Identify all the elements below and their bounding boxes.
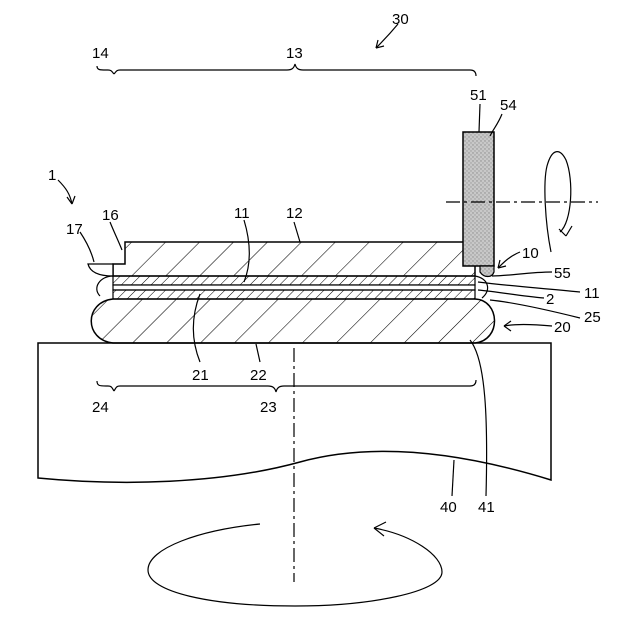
label-41: 41 — [478, 499, 495, 516]
abrasive-tip-55 — [480, 266, 494, 277]
device-layer-21-lower — [113, 290, 475, 299]
leader-51 — [479, 104, 480, 132]
leader-2 — [478, 290, 544, 298]
label-2: 2 — [546, 291, 554, 308]
edge-flange-17 — [88, 264, 113, 276]
label-24: 24 — [92, 399, 109, 416]
leader-12 — [294, 222, 300, 242]
bevel-outline-right — [475, 276, 488, 298]
leader-54 — [490, 114, 502, 136]
device-layer-11-upper — [113, 276, 475, 285]
label-20: 20 — [554, 319, 571, 336]
label-1: 1 — [48, 167, 56, 184]
label-30: 30 — [392, 11, 409, 28]
leader-16 — [110, 222, 122, 250]
label-10: 10 — [522, 245, 539, 262]
label-25: 25 — [584, 309, 601, 326]
lower-wafer-22 — [91, 299, 494, 343]
bond-layer-2 — [113, 285, 475, 290]
label-54: 54 — [500, 97, 517, 114]
label-11-top: 11 — [234, 205, 250, 222]
turntable-rotation-arrow — [148, 524, 442, 606]
label-21: 21 — [192, 367, 209, 384]
label-55: 55 — [554, 265, 571, 282]
upper-wafer-12 — [113, 242, 475, 276]
label-12: 12 — [286, 205, 303, 222]
leader-20 — [504, 325, 552, 327]
leader-40 — [452, 460, 454, 496]
label-23: 23 — [260, 399, 277, 416]
label-51: 51 — [470, 87, 487, 104]
label-11-right: 11 — [584, 285, 600, 302]
leader-10 — [498, 252, 520, 268]
grinding-wheel-51 — [463, 132, 494, 266]
label-22: 22 — [250, 367, 267, 384]
label-40: 40 — [440, 499, 457, 516]
wheel-rotation-arrowhead — [559, 226, 572, 236]
label-16: 16 — [102, 207, 119, 224]
leader-11-right — [478, 282, 580, 292]
label-17: 17 — [66, 221, 83, 238]
brace-14-13 — [97, 64, 476, 76]
bevel-outline-upper — [97, 276, 113, 296]
label-14: 14 — [92, 45, 109, 62]
leader-25 — [490, 300, 580, 318]
leader-55 — [492, 272, 552, 276]
label-13: 13 — [286, 45, 303, 62]
